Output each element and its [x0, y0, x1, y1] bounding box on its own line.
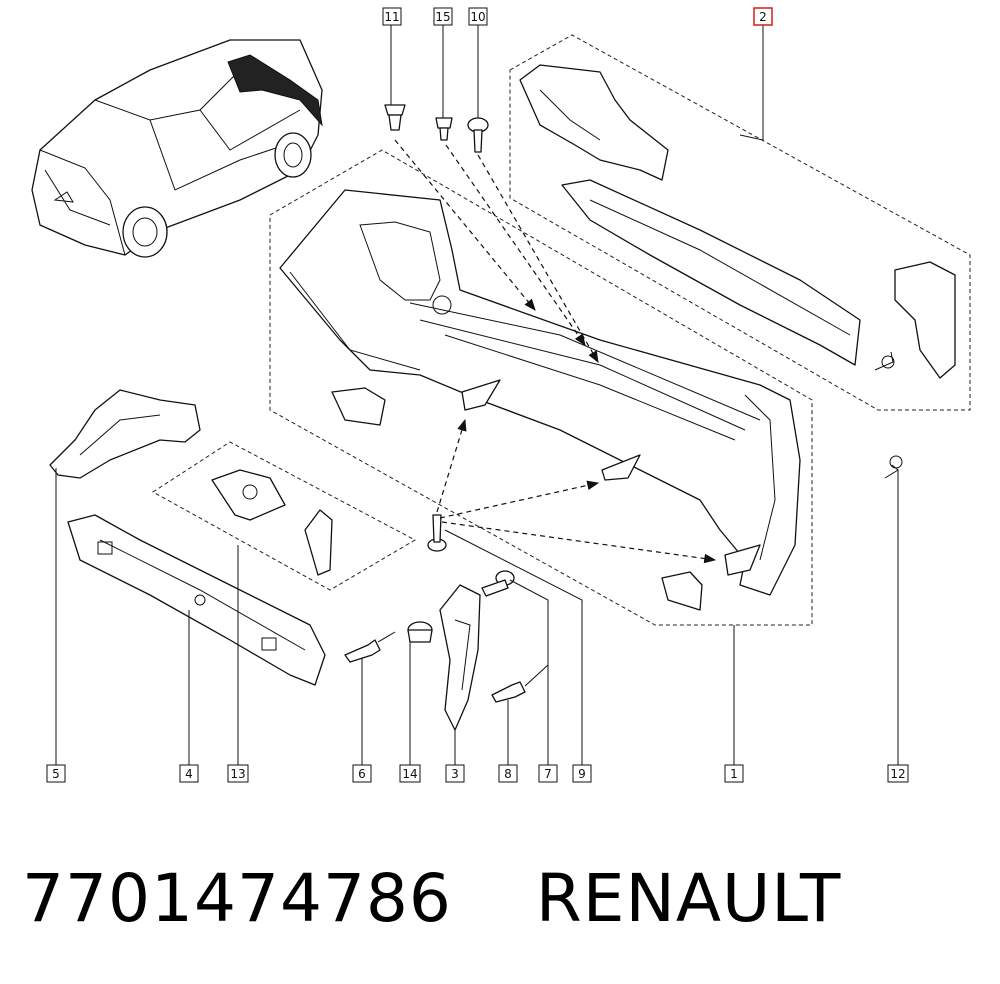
group-outline-bumper	[269, 149, 813, 626]
screw-7	[481, 570, 515, 597]
group-outline-brackets-13	[152, 441, 417, 591]
svg-text:5: 5	[52, 767, 60, 781]
svg-text:6: 6	[358, 767, 366, 781]
callout-6: 6	[352, 764, 372, 783]
svg-text:11: 11	[384, 10, 399, 24]
callout-10: 10	[468, 7, 488, 26]
callout-11: 11	[382, 7, 402, 26]
assembly-arrow-11	[394, 139, 536, 311]
assembly-arrow-9-right	[439, 480, 600, 519]
svg-text:13: 13	[230, 767, 245, 781]
clip-11	[384, 104, 406, 131]
footer-caption: 7701474786 RENAULT	[22, 860, 841, 950]
assembly-arrow-9-up	[436, 418, 467, 513]
svg-text:10: 10	[470, 10, 485, 24]
svg-text:12: 12	[890, 767, 905, 781]
group-outline-upper-trim	[509, 34, 971, 411]
svg-text:9: 9	[578, 767, 586, 781]
callout-4: 4	[179, 764, 199, 783]
callout-7: 7	[538, 764, 558, 783]
part-number: 7701474786	[22, 860, 452, 937]
callout-3: 3	[445, 764, 465, 783]
callout-14: 14	[399, 764, 421, 783]
callout-9: 9	[572, 764, 592, 783]
callout-15: 15	[433, 7, 453, 26]
rear-bumper-shell	[279, 189, 801, 611]
brand-name: RENAULT	[535, 860, 842, 937]
svg-text:14: 14	[402, 767, 417, 781]
rivet-6	[344, 631, 396, 663]
svg-text:8: 8	[504, 767, 512, 781]
bracket-pair-13	[211, 469, 333, 576]
callout-1: 1	[724, 764, 744, 783]
callout-8: 8	[498, 764, 518, 783]
svg-text:1: 1	[730, 767, 738, 781]
callout-13: 13	[227, 764, 249, 783]
svg-text:15: 15	[435, 10, 450, 24]
screw-10	[467, 117, 489, 153]
upper-trim-assembly	[519, 64, 956, 379]
clip-12	[884, 455, 903, 479]
impact-beam-4	[67, 514, 326, 686]
clip-15	[435, 117, 453, 141]
callout-5: 5	[46, 764, 66, 783]
spacer-14	[407, 621, 433, 643]
svg-text:4: 4	[185, 767, 193, 781]
lower-bracket-3	[439, 584, 481, 731]
assembly-arrow-9-low	[441, 521, 717, 564]
callout-2: 2	[753, 7, 773, 26]
callout-12: 12	[887, 764, 909, 783]
vehicle-illustration	[31, 39, 323, 258]
svg-text:3: 3	[451, 767, 459, 781]
rivet-8	[491, 664, 549, 703]
assembly-arrow-15	[445, 144, 586, 346]
side-bracket-5	[49, 389, 201, 479]
svg-text:7: 7	[544, 767, 552, 781]
svg-text:2: 2	[759, 10, 767, 24]
assembly-arrow-10	[477, 154, 599, 364]
screw-9	[427, 514, 447, 552]
